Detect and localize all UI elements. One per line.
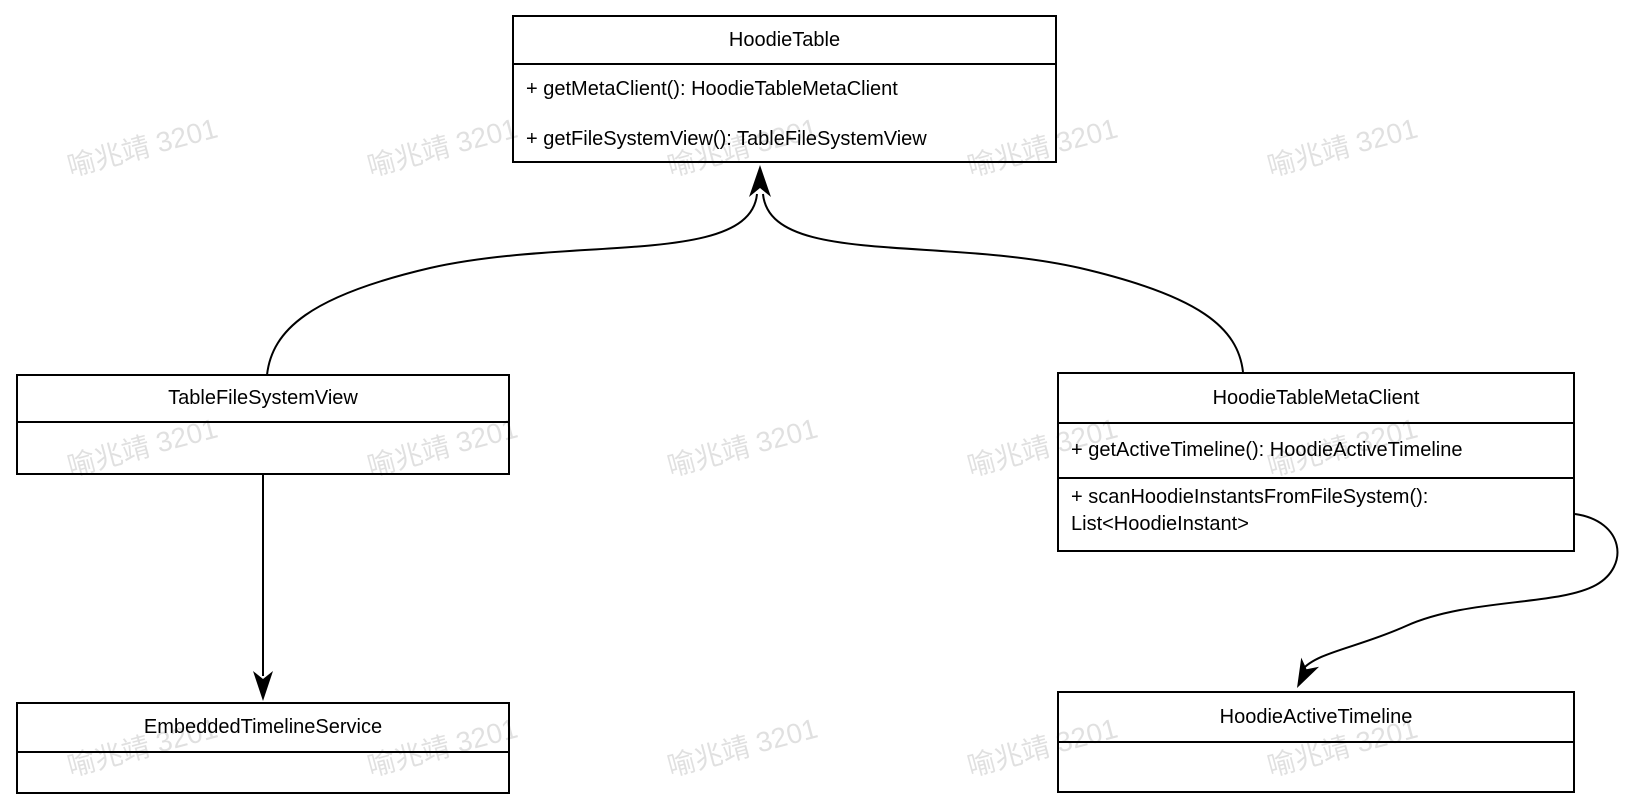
arrowhead-down <box>253 671 273 701</box>
class-hoodietablemetaclient: HoodieTableMetaClient + getActiveTimelin… <box>1057 372 1575 552</box>
edge-hoodietablemetaclient-to-hoodietable <box>762 193 1244 373</box>
class-embeddedtimelineservice: EmbeddedTimelineService <box>16 702 510 794</box>
watermark: 喻兆靖 3201 <box>664 712 821 783</box>
class-tablefilesystemview: TableFileSystemView <box>16 374 510 475</box>
empty-compartment <box>18 753 508 792</box>
arrowhead-down-left <box>1297 657 1320 688</box>
class-hoodietable-methods: + getMetaClient(): HoodieTableMetaClient… <box>514 65 1055 151</box>
empty-compartment <box>1059 743 1573 791</box>
class-hoodieactivetimeline: HoodieActiveTimeline <box>1057 691 1575 793</box>
class-hoodietable: HoodieTable + getMetaClient(): HoodieTab… <box>512 15 1057 163</box>
watermark: 喻兆靖 3201 <box>64 112 221 183</box>
watermark: 喻兆靖 3201 <box>364 112 521 183</box>
class-embeddedtimelineservice-title: EmbeddedTimelineService <box>18 704 508 753</box>
edge-tablefilesystemview-to-hoodietable <box>266 193 758 376</box>
class-method: + scanHoodieInstantsFromFileSystem(): Li… <box>1071 486 1429 535</box>
class-method: + getMetaClient(): HoodieTableMetaClient <box>526 78 898 100</box>
class-method: + getFileSystemView(): TableFileSystemVi… <box>526 128 927 150</box>
class-hoodietablemetaclient-title: HoodieTableMetaClient <box>1059 374 1573 424</box>
class-tablefilesystemview-title: TableFileSystemView <box>18 376 508 423</box>
class-hoodieactivetimeline-title: HoodieActiveTimeline <box>1059 693 1573 743</box>
watermark: 喻兆靖 3201 <box>664 412 821 483</box>
arrowhead-up <box>749 165 771 197</box>
watermark: 喻兆靖 3201 <box>1264 112 1421 183</box>
empty-compartment <box>18 423 508 471</box>
class-hoodietable-title: HoodieTable <box>514 17 1055 65</box>
class-method: + getActiveTimeline(): HoodieActiveTimel… <box>1059 424 1573 479</box>
